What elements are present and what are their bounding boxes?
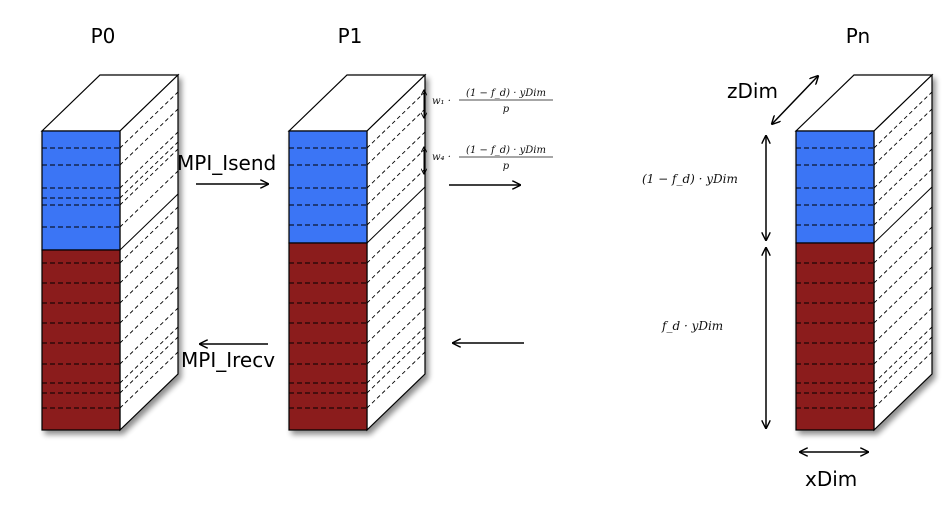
xdim-label: xDim [805,467,857,491]
column-side-face [873,73,933,432]
bottom-region-height-label: f_d · yDim [661,319,723,333]
column-front-blue-region [795,130,875,244]
column-body [40,73,180,432]
column-body [287,73,427,432]
column-front-red-region [41,249,121,431]
w1-fraction-numerator: (1 − f_d) · yDim [466,88,546,99]
side-split-line [366,186,426,244]
w4-fraction-numerator: (1 − f_d) · yDim [466,145,546,156]
side-split-line [119,193,179,251]
column-body [794,73,934,432]
processor-column-pn [794,73,934,432]
column-front-blue-region [288,130,368,244]
zdim-label: zDim [727,79,778,103]
top-region-height-label: (1 − f_d) · yDim [642,172,738,186]
processor-column-p1 [287,73,427,432]
w1-fraction-denominator: p [503,104,510,115]
processor-label-p1: P1 [338,24,363,48]
isend-label: MPI_Isend [177,151,276,175]
column-front-red-region [288,242,368,431]
processor-label-pn: Pn [846,24,870,48]
processor-column-p0 [40,73,180,432]
irecv-label: MPI_Irecv [181,348,275,372]
processor-label-p0: P0 [91,24,116,48]
w1-coefficient: w₁ · [432,96,451,107]
zdim-arrow [772,76,818,124]
column-side-face [366,73,426,432]
side-split-line [873,186,933,244]
column-side-face [119,73,179,432]
w4-coefficient: w₄ · [432,152,451,163]
column-front-blue-region [41,130,121,251]
column-front-red-region [795,242,875,431]
w4-fraction-denominator: p [503,161,510,172]
